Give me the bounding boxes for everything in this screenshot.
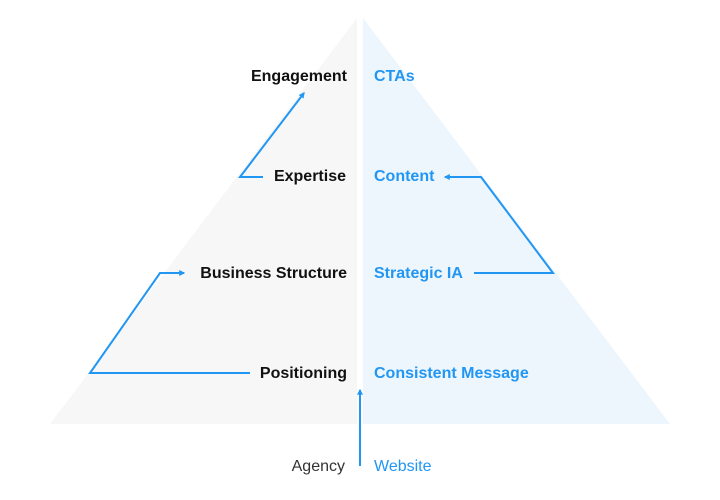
pyramid-left-half (50, 18, 357, 424)
label-agency: Agency (291, 458, 345, 475)
label-content: Content (374, 168, 435, 185)
label-ctas: CTAs (374, 68, 415, 85)
label-engagement: Engagement (250, 68, 347, 85)
label-strategic-ia: Strategic IA (374, 265, 463, 282)
label-consistent-message: Consistent Message (374, 365, 529, 382)
label-website: Website (374, 458, 432, 475)
arrow-positioning-to-business-structure (88, 270, 250, 374)
label-expertise: Expertise (273, 168, 346, 185)
arrow-strategic-ia-to-content (443, 174, 555, 274)
label-business-structure: Business Structure (200, 265, 347, 282)
label-positioning: Positioning (259, 365, 347, 382)
arrow-expertise-to-engagement (237, 92, 305, 178)
pyramid-right-half (363, 18, 670, 424)
